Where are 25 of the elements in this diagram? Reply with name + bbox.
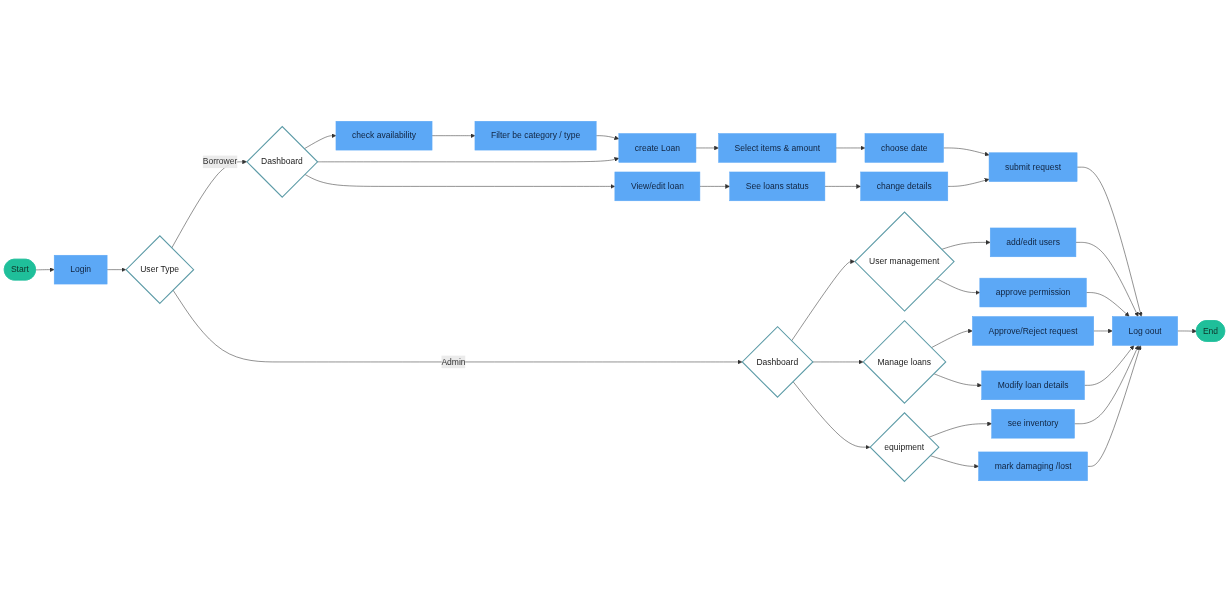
node-box: See loans status	[729, 171, 826, 201]
node-box: see inventory	[991, 408, 1075, 439]
edge-label: Admin	[441, 356, 466, 366]
node-box: Select items & amount	[718, 132, 837, 163]
node-diamond: Dashboard	[741, 325, 814, 398]
node-diamond: equipment	[869, 411, 940, 482]
node-box: submit request	[988, 152, 1078, 182]
node-diamond: User management	[854, 210, 955, 312]
node-box: Approve/Reject request	[972, 315, 1094, 346]
node-box: create Loan	[618, 132, 697, 163]
node-box: Log oout	[1112, 315, 1178, 346]
node-box: View/edit loan	[614, 171, 701, 201]
node-box: choose date	[864, 132, 944, 163]
node-box: Filter be category / type	[474, 120, 597, 150]
node-diamond: Dashboard	[246, 125, 319, 198]
node-box: Modify loan details	[981, 370, 1085, 400]
node-box: check availability	[335, 120, 433, 150]
node-diamond: Manage loans	[862, 319, 947, 404]
node-box: Login	[53, 254, 108, 284]
node-box: mark damaging /lost	[978, 451, 1088, 481]
node-box: add/edit users	[990, 227, 1077, 257]
node-box: change details	[860, 171, 949, 201]
edge-label: Borrower	[202, 156, 238, 166]
node-box: approve permission	[979, 277, 1087, 307]
node-diamond: User Type	[125, 234, 195, 304]
